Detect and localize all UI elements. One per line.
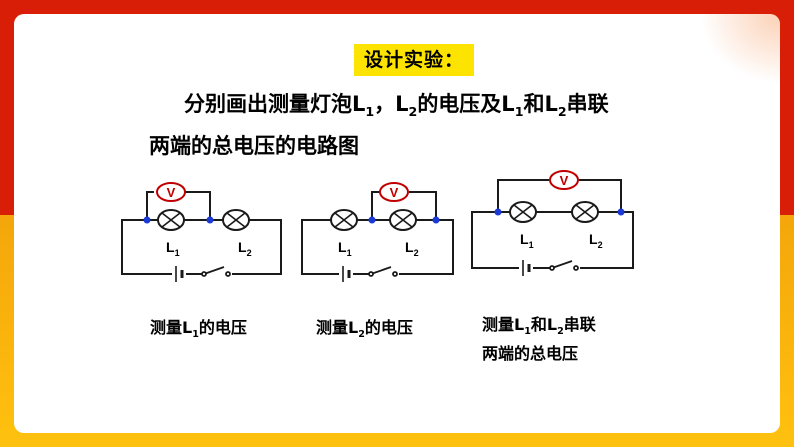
caption-2: 测量L2的电压 [316, 318, 413, 341]
lamp-label: L2 [405, 239, 419, 258]
circuit-diagrams: V V V [121, 170, 634, 284]
voltmeter-icon [156, 170, 579, 202]
voltmeter-label: V [167, 185, 176, 200]
corner-decoration [700, 14, 780, 84]
lamp-label: L2 [589, 231, 603, 250]
lamp-label: L1 [166, 239, 180, 258]
lamp-label: L1 [338, 239, 352, 258]
circuit-1 [121, 191, 282, 275]
junction-node [143, 208, 625, 224]
circuit-3 [471, 179, 634, 269]
section-title: 设计实验： [354, 44, 475, 76]
switch-icon [201, 260, 579, 277]
battery-icon [175, 260, 531, 282]
instruction-line-1: 分别画出测量灯泡L1，L2的电压及L1和L2串联 [184, 92, 609, 120]
voltmeter-label: V [560, 173, 569, 188]
circuit-2 [301, 191, 454, 275]
lamp-icon [157, 201, 599, 231]
lamp-label: L1 [520, 231, 534, 250]
caption-3: 测量L1和L2串联 两端的总电压 [482, 315, 596, 364]
voltmeter-label: V [390, 185, 399, 200]
caption-1: 测量L1的电压 [150, 318, 247, 341]
lamp-label: L2 [238, 239, 252, 258]
instruction-line-2: 两端的总电压的电路图 [149, 134, 359, 158]
slide: 设计实验： 分别画出测量灯泡L1，L2的电压及L1和L2串联 两端的总电压的电路… [14, 14, 780, 433]
